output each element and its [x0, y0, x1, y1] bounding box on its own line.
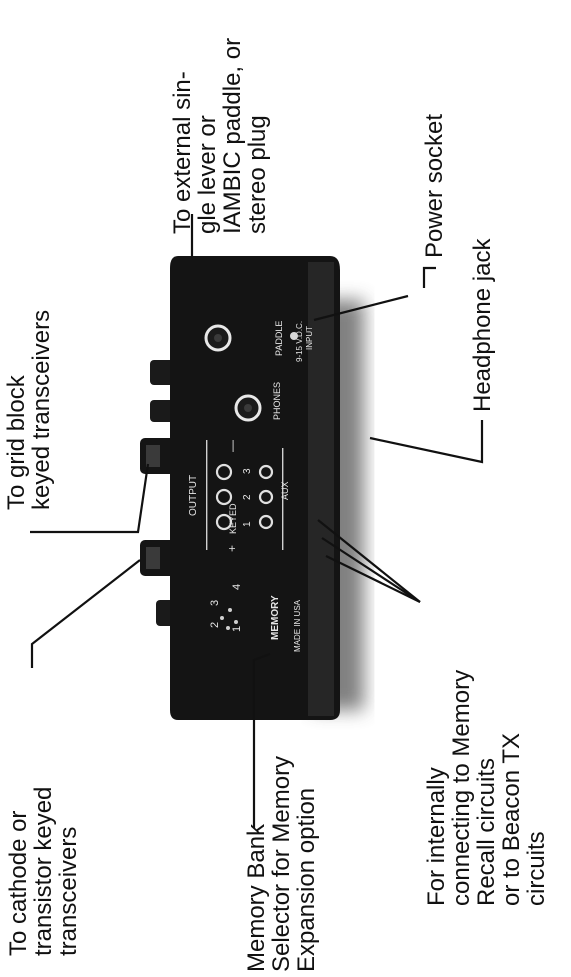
aux-jacks — [258, 464, 274, 530]
headphone-leader-line — [369, 420, 484, 464]
made-in-marking: MADE IN USA — [293, 599, 302, 652]
memory-bank-callout-line: Selector for Memory — [268, 755, 295, 972]
jack-number-1: 1 — [242, 521, 253, 527]
bank-number-1: 1 — [231, 626, 243, 632]
rear-panel — [170, 256, 340, 720]
keyed-jack-1[interactable] — [215, 513, 233, 531]
internal-connection-callout-line: For internally — [423, 767, 450, 906]
power-socket[interactable] — [290, 332, 298, 340]
grid-block-callout-line: keyed transceivers — [28, 309, 55, 510]
aux-jack-2[interactable] — [258, 489, 274, 505]
paddle-callout: To external sin- gle lever or IAMBIC pad… — [169, 37, 271, 234]
leader-lines — [30, 214, 484, 828]
keyed-minus-marking: — — [225, 440, 239, 452]
internal-connection-callout-line: Recall circuits — [473, 757, 500, 906]
grid-block-callout: To grid block keyed transceivers — [3, 309, 55, 510]
internal-connection-callout-line: or to Beacon TX — [498, 733, 525, 906]
headphone-jack[interactable] — [234, 394, 262, 422]
headphone-jack-callout-line: Headphone jack — [469, 238, 496, 412]
internal-leader-line-2 — [321, 537, 421, 603]
headphone-jack-callout: Headphone jack — [469, 238, 496, 412]
jack-number-3: 3 — [242, 468, 253, 474]
paddle-jack[interactable] — [204, 324, 232, 352]
paddle-callout-line: gle lever or — [194, 115, 221, 234]
memory-bank-callout-line: Expansion option — [293, 787, 320, 972]
memory-bank-callout: Memory Bank Selector for Memory Expansio… — [243, 755, 320, 972]
output-marking: OUTPUT — [188, 475, 199, 516]
keyed-plus-marking: + — [225, 545, 239, 552]
internal-connection-callout-line: circuits — [523, 831, 550, 906]
aux-jack-1[interactable] — [258, 514, 274, 530]
phones-marking: PHONES — [272, 382, 282, 420]
paddle-callout-line: IAMBIC paddle, or — [219, 37, 246, 234]
paddle-marking: PADDLE — [274, 321, 284, 356]
input-voltage-marking: 9-15 V.D.C. — [295, 321, 304, 362]
bank-number-2: 2 — [209, 622, 221, 628]
keyed-output-jacks — [215, 463, 233, 531]
bank-number-4: 4 — [231, 584, 243, 590]
memory-marking: MEMORY — [270, 595, 281, 640]
cathode-callout: To cathode or transistor keyed transceiv… — [5, 786, 82, 956]
memory-bank-selector[interactable]: 2 3 1 4 — [209, 584, 243, 632]
memory-bank-leader-line — [252, 652, 271, 828]
internal-leader-line-3 — [325, 555, 421, 603]
aux-jack-3[interactable] — [258, 464, 274, 480]
cathode-callout-line: To cathode or — [5, 810, 32, 956]
internal-leader-line-1 — [317, 519, 421, 603]
internal-connection-callout: For internally connecting to Memory Reca… — [423, 669, 550, 906]
paddle-callout-line: To external sin- — [169, 71, 196, 234]
grid-block-callout-line: To grid block — [3, 375, 30, 510]
cathode-callout-line: transistor keyed — [30, 786, 57, 956]
memory-bank-callout-line: Memory Bank — [243, 823, 270, 972]
cathode-leader-line — [30, 559, 141, 668]
input-marking: INPUT — [305, 326, 314, 350]
power-leader-line-2 — [313, 294, 409, 322]
grid-block-leader-line — [30, 463, 150, 534]
cathode-callout-line: transceivers — [55, 826, 82, 956]
keyed-marking: KEYED — [228, 503, 238, 534]
jack-number-2: 2 — [242, 494, 253, 500]
keyed-jack-2[interactable] — [215, 488, 233, 506]
panel-markings: 2 3 1 4 MEMORY MADE IN USA OUTPUT KEYED … — [188, 321, 314, 652]
power-socket-callout-line: Power socket — [421, 113, 448, 258]
keyed-jack-3[interactable] — [215, 463, 233, 481]
bank-number-3: 3 — [209, 600, 221, 606]
aux-marking: AUX — [280, 481, 290, 500]
paddle-callout-line: stereo plug — [244, 115, 271, 234]
power-leader-line — [422, 266, 436, 288]
internal-connection-callout-line: connecting to Memory — [448, 669, 475, 906]
power-socket-callout: Power socket — [421, 113, 448, 258]
